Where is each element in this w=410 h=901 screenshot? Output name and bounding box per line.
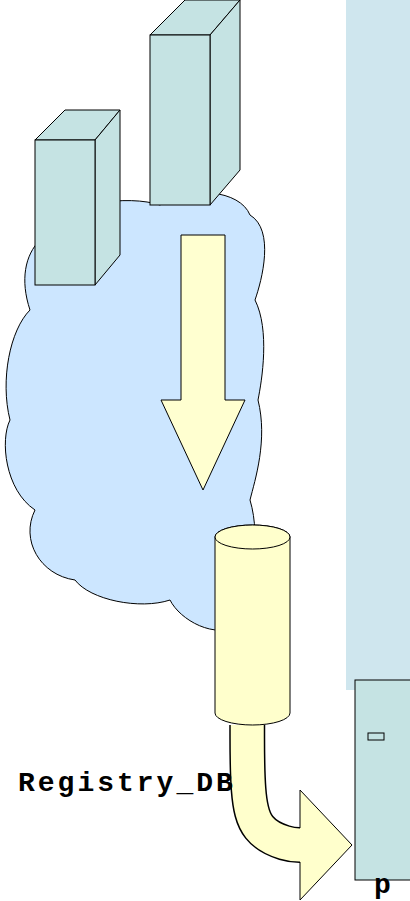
server-box <box>150 0 240 205</box>
tower-body <box>355 680 410 880</box>
down-arrow <box>161 235 245 490</box>
tower-outline <box>352 680 410 880</box>
server-front <box>35 140 95 285</box>
arrow-head <box>300 790 352 900</box>
drive-slot <box>368 733 384 740</box>
server-side <box>95 110 120 285</box>
arrow-shaft <box>247 725 302 845</box>
cylinder-body <box>215 525 290 725</box>
server-side <box>210 0 240 205</box>
server-tower: p <box>352 680 410 880</box>
database-cylinder: Registry_DB <box>215 525 290 725</box>
arrow-shaft-outline <box>247 725 302 845</box>
node-label: Registry_DB <box>18 770 236 798</box>
arrow-head-outline <box>300 790 352 900</box>
cylinder-top <box>215 525 290 549</box>
side-panel <box>346 0 410 690</box>
server-front <box>150 35 210 205</box>
node-label: p <box>374 872 394 900</box>
block-arrow <box>247 725 352 900</box>
server-box <box>35 110 120 285</box>
cylinder-outline <box>215 525 290 725</box>
